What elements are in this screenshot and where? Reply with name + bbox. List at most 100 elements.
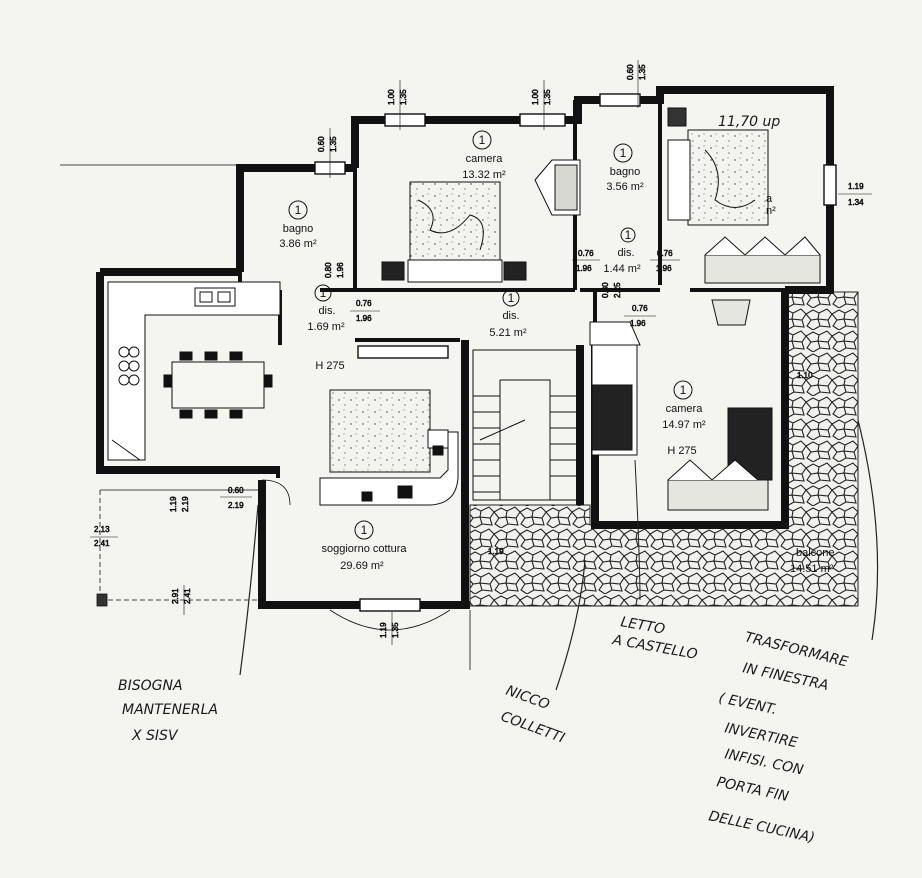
svg-text:1.35: 1.35	[391, 622, 400, 638]
bedroom-top-furniture	[381, 159, 581, 283]
svg-text:2.91: 2.91	[171, 588, 180, 604]
svg-text:0.76: 0.76	[578, 249, 594, 258]
room-label-dis-small: 1 dis. 1.44 m²	[603, 227, 641, 275]
svg-text:dis.: dis.	[318, 305, 335, 317]
svg-text:1.19: 1.19	[379, 622, 388, 638]
room-label-dis-left: 1 dis. 1.69 m²	[307, 284, 345, 333]
svg-text:1.35: 1.35	[399, 89, 408, 105]
walls	[96, 86, 834, 609]
svg-text:1.19: 1.19	[848, 182, 864, 191]
svg-text:camera: camera	[666, 403, 704, 415]
svg-text:0.76: 0.76	[657, 249, 673, 258]
svg-text:balcone: balcone	[796, 547, 835, 559]
svg-text:0.76: 0.76	[632, 304, 648, 313]
svg-text:2.19: 2.19	[228, 501, 244, 510]
kitchen-height-label: H 275	[315, 360, 344, 372]
svg-text:1.96: 1.96	[356, 314, 372, 323]
svg-text:3.56 m²: 3.56 m²	[606, 181, 644, 193]
svg-text:bagno: bagno	[610, 166, 641, 178]
svg-text:1.00: 1.00	[531, 89, 540, 105]
svg-text:1.96: 1.96	[656, 264, 672, 273]
svg-text:a: a	[766, 193, 773, 205]
door-swings	[261, 479, 451, 631]
svg-text:DELLE CUCINA): DELLE CUCINA)	[707, 808, 816, 846]
windows	[314, 93, 837, 612]
svg-text:1.00: 1.00	[387, 89, 396, 105]
svg-text:1: 1	[620, 146, 627, 160]
svg-text:1.34: 1.34	[848, 198, 864, 207]
svg-text:dis.: dis.	[617, 247, 634, 259]
bedroom-right-top-furniture	[667, 107, 821, 284]
room-label-balcone: balcone 14.51 m²	[790, 547, 835, 575]
exterior-lines	[60, 164, 471, 670]
svg-text:1: 1	[680, 383, 687, 397]
svg-text:0.60: 0.60	[626, 64, 635, 80]
svg-text:14.51 m²: 14.51 m²	[790, 563, 834, 575]
svg-text:0.76: 0.76	[356, 299, 372, 308]
svg-text:1.35: 1.35	[543, 89, 552, 105]
living-furniture	[319, 389, 459, 506]
svg-text:NICCO: NICCO	[504, 683, 552, 713]
svg-text:camera: camera	[466, 153, 504, 165]
svg-text:2.41: 2.41	[94, 539, 110, 548]
svg-text:1.96: 1.96	[576, 264, 592, 273]
svg-text:0.80: 0.80	[601, 282, 610, 298]
svg-text:1.19: 1.19	[488, 547, 504, 556]
svg-text:2.19: 2.19	[181, 496, 190, 512]
svg-text:1.69 m²: 1.69 m²	[307, 321, 345, 333]
svg-text:0.80: 0.80	[324, 262, 333, 278]
svg-text:11,70 up: 11,70 up	[718, 114, 780, 130]
svg-text:H 275: H 275	[667, 445, 696, 457]
svg-text:dis.: dis.	[502, 310, 519, 322]
svg-text:0.60: 0.60	[228, 486, 244, 495]
svg-text:2.13: 2.13	[94, 525, 110, 534]
room-label-dis-center: 1 dis. 5.21 m²	[489, 289, 527, 339]
svg-text:X SISV: X SISV	[131, 728, 179, 744]
svg-text:A CASTELLO: A CASTELLO	[610, 632, 698, 663]
kitchen	[107, 281, 281, 461]
svg-text:0.60: 0.60	[317, 136, 326, 152]
svg-text:PORTA FIN: PORTA FIN	[715, 774, 790, 805]
room-label-camera-right-top: a n²	[766, 193, 776, 217]
stairs	[472, 349, 579, 501]
svg-text:1.96: 1.96	[336, 262, 345, 278]
svg-text:soggiorno cottura: soggiorno cottura	[322, 543, 408, 555]
room-label-camera-top: 1 camera 13.32 m²	[462, 130, 506, 181]
svg-text:MANTENERLA: MANTENERLA	[122, 702, 218, 718]
svg-text:LETTO: LETTO	[619, 614, 666, 638]
bedroom-right-furniture	[589, 299, 773, 511]
svg-text:IN FINESTRA: IN FINESTRA	[741, 660, 830, 694]
svg-text:1: 1	[320, 286, 327, 300]
svg-text:INVERTIRE: INVERTIRE	[723, 720, 799, 751]
svg-text:1: 1	[295, 203, 302, 217]
svg-text:1.19: 1.19	[169, 496, 178, 512]
svg-text:1: 1	[508, 291, 515, 305]
svg-text:3.86 m²: 3.86 m²	[279, 238, 317, 250]
svg-text:1: 1	[361, 523, 368, 537]
svg-text:5.21 m²: 5.21 m²	[489, 327, 527, 339]
svg-text:29.69 m²: 29.69 m²	[340, 560, 384, 572]
svg-text:1.96: 1.96	[630, 319, 646, 328]
svg-text:COLLETTI: COLLETTI	[499, 709, 567, 747]
svg-text:bagno: bagno	[283, 223, 314, 235]
svg-text:( EVENT.: ( EVENT.	[717, 690, 778, 718]
svg-text:1.35: 1.35	[638, 64, 647, 80]
svg-text:1.44 m²: 1.44 m²	[603, 263, 641, 275]
svg-text:1: 1	[479, 133, 486, 147]
room-label-bagno-left: 1 bagno 3.86 m²	[279, 200, 317, 250]
svg-text:INFISI. CON: INFISI. CON	[723, 746, 805, 778]
svg-text:1.35: 1.35	[329, 136, 338, 152]
svg-text:n²: n²	[766, 205, 776, 217]
svg-text:1: 1	[625, 228, 632, 242]
svg-text:13.32 m²: 13.32 m²	[462, 169, 506, 181]
svg-text:2.25: 2.25	[613, 282, 622, 298]
svg-text:BISOGNA: BISOGNA	[118, 678, 183, 694]
svg-text:14.97 m²: 14.97 m²	[662, 419, 706, 431]
svg-text:2.41: 2.41	[183, 588, 192, 604]
room-label-bagno-mid: 1 bagno 3.56 m²	[606, 143, 644, 193]
room-label-camera-right: 1 camera 14.97 m² H 275	[662, 380, 706, 457]
svg-text:1.10: 1.10	[797, 371, 813, 380]
room-label-soggiorno: 1 soggiorno cottura 29.69 m²	[322, 520, 408, 572]
